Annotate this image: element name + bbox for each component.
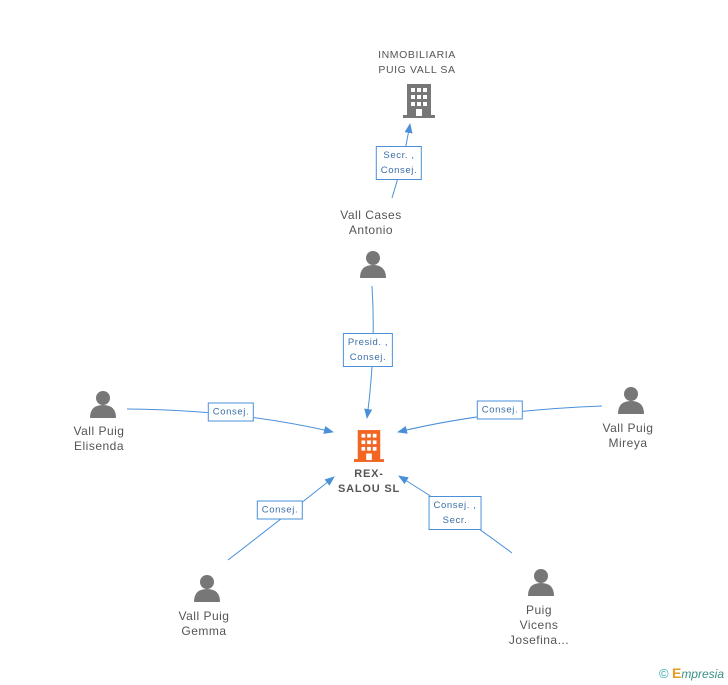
- brand-logo-initial: E: [671, 665, 682, 681]
- node-label-vall-puig-gemma[interactable]: Vall Puig Gemma: [178, 609, 230, 638]
- edge-label-secr-consej: Secr. , Consej.: [375, 146, 423, 180]
- node-label-inmobiliaria[interactable]: INMOBILIARIA PUIG VALL SA: [378, 49, 456, 76]
- person-icon[interactable]: [193, 574, 221, 602]
- node-label-rex-salou[interactable]: REX- SALOU SL: [337, 468, 401, 495]
- node-label-vall-puig-elisenda[interactable]: Vall Puig Elisenda: [73, 424, 125, 453]
- edge-label-consej-mireya: Consej.: [476, 400, 524, 420]
- edge-label-consej-gemma: Consej.: [256, 500, 304, 520]
- node-label-vall-cases-antonio[interactable]: Vall Cases Antonio: [340, 208, 402, 237]
- brand-name: mpresia: [681, 667, 724, 681]
- person-icon[interactable]: [617, 386, 645, 414]
- person-icon[interactable]: [359, 250, 387, 278]
- person-icon[interactable]: [89, 390, 117, 418]
- person-icon[interactable]: [527, 568, 555, 596]
- copyright-icon: ©: [659, 666, 669, 681]
- building-icon[interactable]: [403, 84, 435, 118]
- edge-label-presid-consej: Presid. , Consej.: [342, 333, 394, 367]
- edge-label-consej-elisenda: Consej.: [207, 402, 255, 422]
- main-company-building-icon[interactable]: [354, 428, 384, 464]
- empresia-credit[interactable]: © Empresia: [659, 665, 724, 681]
- node-label-puig-vicens-josefina[interactable]: Puig Vicens Josefina...: [508, 603, 570, 647]
- node-label-vall-puig-mireya[interactable]: Vall Puig Mireya: [602, 421, 654, 450]
- edge-label-consej-secr: Consej. , Secr.: [428, 496, 482, 530]
